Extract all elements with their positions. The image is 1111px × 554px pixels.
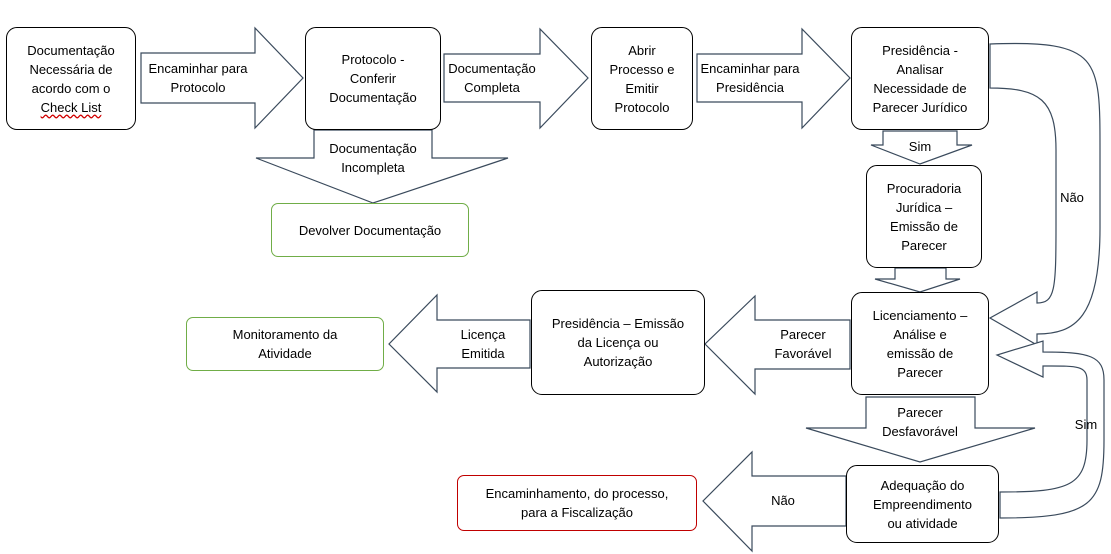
box-line: Parecer Jurídico: [872, 99, 968, 115]
arrow-documentacao-completa: [443, 27, 589, 130]
label-line: Protocolo: [170, 80, 226, 95]
label-line: Licença: [460, 327, 506, 342]
box-line: Monitoramento da: [232, 327, 338, 342]
box-presidencia-emissao: Presidência – Emissão da Licença ou Autori…: [531, 290, 705, 395]
label-line: Não: [771, 492, 795, 508]
box-line: acordo com o: [31, 80, 111, 96]
box-line: Necessidade de: [873, 80, 967, 96]
label-line: Não: [1060, 189, 1084, 205]
box-line: Parecer: [897, 364, 943, 380]
label-sim-right: Sim: [1068, 414, 1104, 434]
box-line: Licenciamento –: [872, 307, 968, 323]
arrow-documentacao-incompleta: [255, 129, 509, 204]
label-line: Parecer: [897, 405, 943, 420]
label-line: Parecer: [780, 327, 826, 342]
box-line: Necessária de: [29, 61, 113, 77]
box-line: Empreendimento: [873, 496, 972, 512]
box-line: Protocolo -: [341, 52, 405, 67]
box-line: emissão de: [886, 345, 954, 361]
label-line: Completa: [464, 80, 520, 95]
label-line: Sim: [1074, 416, 1098, 432]
box-line: Conferir: [349, 71, 397, 86]
box-line: para a Fiscalização: [520, 505, 633, 520]
box-line: Devolver Documentação: [298, 222, 442, 238]
box-line: Documentação: [329, 90, 417, 105]
box-line: Procuradoria: [886, 180, 962, 196]
arrow-encaminhar-protocolo: [140, 26, 304, 130]
box-line: Autorização: [583, 354, 653, 369]
label-line: Incompleta: [341, 160, 405, 175]
label-line: Documentação: [448, 61, 536, 76]
label-line: Encaminhar para: [148, 61, 248, 76]
arrow-licenca-emitida: [388, 293, 531, 394]
box-adequacao: Adequação do Empreendimento ou atividade: [846, 465, 999, 543]
box-line: Jurídica –: [895, 199, 953, 215]
box-line: da Licença ou: [577, 335, 659, 350]
label-nao-right: Não: [1052, 187, 1092, 207]
arrow-sim-curve: [995, 340, 1105, 519]
box-line: Emitir: [625, 80, 659, 96]
box-monitoramento: Monitoramento da Atividade: [186, 317, 384, 371]
box-line: Analisar: [896, 61, 944, 77]
box-line: Protocolo: [614, 99, 670, 115]
box-licenciamento: Licenciamento – Análise e emissão de Parece…: [851, 292, 989, 395]
label-line: Sim: [908, 138, 932, 154]
label-line: Emitida: [461, 346, 505, 361]
box-line: Encaminhamento, do processo,: [485, 486, 669, 501]
box-line: Parecer: [901, 237, 947, 253]
arrow-nao-curve: [988, 42, 1101, 347]
label-line: Presidência: [716, 80, 784, 95]
box-line: Abrir: [628, 42, 656, 58]
box-line: Presidência -: [882, 42, 958, 58]
box-devolver-documentacao: Devolver Documentação: [271, 203, 469, 257]
label-sim-top: Sim: [900, 136, 940, 156]
box-line: Atividade: [258, 346, 312, 361]
arrow-procuradoria-licenciamento: [874, 267, 961, 293]
arrow-encaminhar-presidencia: [696, 27, 851, 130]
box-line: Análise e: [893, 326, 947, 342]
box-fiscalizacao: Encaminhamento, do processo, para a Fisca…: [457, 475, 697, 531]
box-line: Processo e: [609, 61, 675, 77]
box-line-check-list: Check List: [40, 99, 102, 115]
box-line: Emissão de: [890, 218, 958, 234]
box-line: Presidência – Emissão: [551, 316, 685, 331]
arrow-parecer-favoravel: [704, 294, 851, 396]
arrow-parecer-desfavoravel: [805, 396, 1036, 463]
box-line: Adequação do: [880, 477, 965, 493]
box-line: ou atividade: [887, 515, 958, 531]
label-line: Favorável: [774, 346, 832, 361]
label-line: Desfavorável: [882, 424, 958, 439]
arrow-nao-bottom: [702, 450, 847, 553]
label-line: Documentação: [329, 141, 417, 156]
arrow-sim-down: [870, 130, 973, 165]
label-line: Encaminhar para: [700, 61, 800, 76]
box-line: Documentação: [27, 42, 115, 58]
label-nao-bottom: Não: [760, 490, 806, 510]
